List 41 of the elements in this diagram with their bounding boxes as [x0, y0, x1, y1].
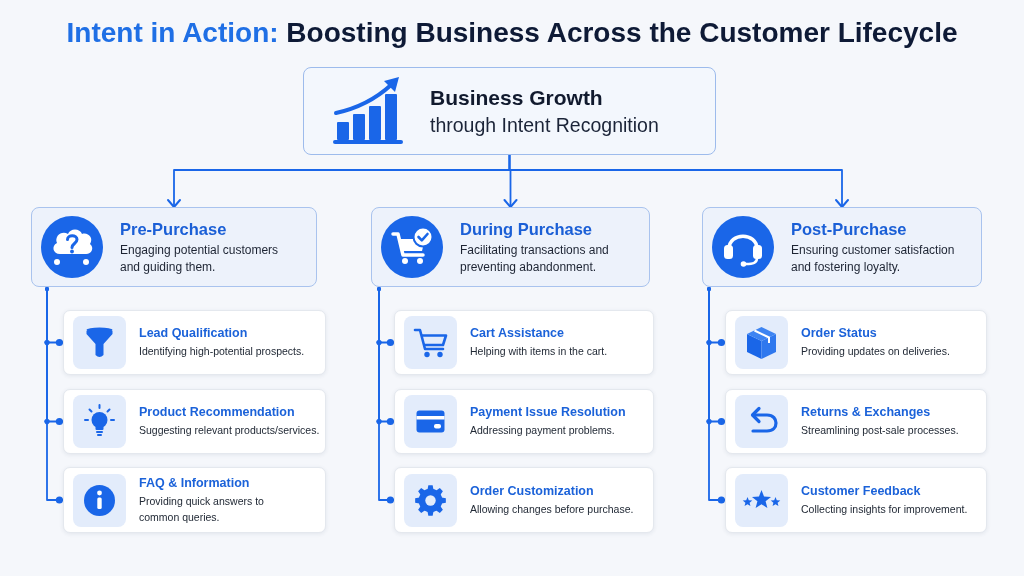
feature-description: Allowing changes before purchase.: [470, 501, 635, 517]
feature-card: [394, 467, 654, 533]
feature-card: [394, 389, 654, 454]
feature-description: Streamlining post-sale processes.: [801, 423, 960, 439]
feature-card: [63, 310, 326, 375]
feature-card: [63, 389, 326, 454]
feature-description: Providing updates on deliveries.: [801, 344, 951, 360]
stage-description: Facilitating transactions and preventing abandonment.: [460, 241, 610, 276]
stage-card: [31, 207, 317, 287]
page-title: Intent in Action: Boosting Business Across the Customer Lifecycle: [66, 16, 958, 50]
summary-card: [303, 67, 716, 155]
arrow: [508, 154, 849, 208]
card-title: Business Growth: [430, 85, 603, 110]
feature-title: FAQ & Information: [139, 475, 250, 491]
feature-card: [63, 467, 326, 533]
card-subtitle: through Intent Recognition: [430, 114, 659, 137]
feature-description: Suggesting relevant products/services.: [139, 423, 321, 439]
feature-card: [394, 310, 654, 375]
feature-description: Identifying high-potential prospects.: [139, 344, 306, 360]
feature-card: [725, 389, 987, 454]
stage-title: Post-Purchase: [791, 218, 907, 239]
stage-description: Ensuring customer satisfaction and fostering loyalty.: [791, 241, 956, 276]
feature-title: Order Status: [801, 325, 877, 342]
feature-description: Addressing payment problems.: [470, 423, 616, 439]
stage-title: During Purchase: [460, 218, 593, 239]
feature-title: Cart Assistance: [470, 325, 565, 342]
feature-title: Returns & Exchanges: [801, 404, 931, 421]
stage-description: Engaging potential customers and guiding them.: [120, 241, 280, 276]
feature-title: Customer Feedback: [801, 482, 921, 499]
stage-card: [371, 207, 650, 287]
feature-description: Providing quick answers to common queries.: [139, 494, 265, 525]
feature-title: Order Customization: [470, 482, 594, 499]
stage-title: Pre-Purchase: [120, 218, 227, 239]
feature-title: Product Recommendation: [139, 404, 295, 421]
feature-card: [725, 467, 987, 533]
feature-card: [725, 310, 987, 375]
feature-description: Helping with items in the cart.: [470, 344, 609, 360]
feature-description: Collecting insights for improvement.: [801, 501, 969, 517]
stage-card: [702, 207, 982, 287]
feature-title: Payment Issue Resolution: [470, 404, 626, 421]
feature-title: Lead Qualification: [139, 325, 248, 342]
